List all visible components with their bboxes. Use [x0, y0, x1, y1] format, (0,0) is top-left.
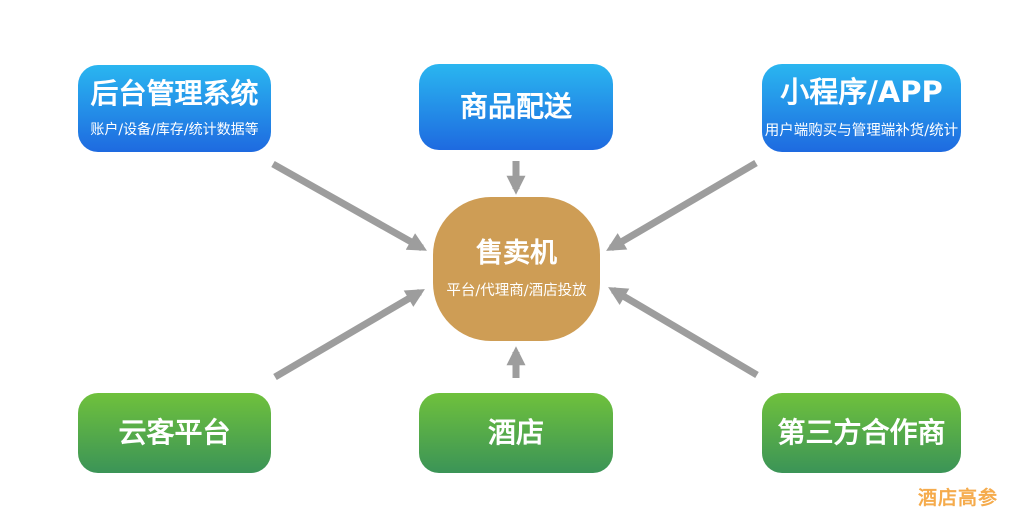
- node-backend-management-label: 后台管理系统: [90, 76, 259, 110]
- node-yunke-platform-label: 云客平台: [118, 415, 231, 449]
- arrow-thirdparty-to-vending: [608, 286, 759, 379]
- node-vending-machine-sublabel: 平台/代理商/酒店投放: [446, 282, 587, 299]
- node-third-party-partner: 第三方合作商: [762, 393, 961, 473]
- node-goods-delivery-label: 商品配送: [459, 89, 572, 123]
- node-vending-machine: 售卖机 平台/代理商/酒店投放: [433, 197, 600, 341]
- node-third-party-partner-label: 第三方合作商: [777, 415, 946, 449]
- node-goods-delivery: 商品配送: [419, 64, 613, 150]
- arrow-backend-to-vending: [271, 160, 427, 252]
- arrow-miniprogram-to-vending: [606, 159, 758, 252]
- watermark-text: 酒店高参: [917, 487, 998, 509]
- node-miniprogram-app-label: 小程序/APP: [780, 75, 943, 110]
- node-miniprogram-app: 小程序/APP 用户端购买与管理端补货/统计: [762, 64, 961, 152]
- node-yunke-platform: 云客平台: [78, 393, 271, 473]
- node-hotel: 酒店: [419, 393, 613, 473]
- node-hotel-label: 酒店: [487, 415, 544, 449]
- node-backend-management-sublabel: 账户/设备/库存/统计数据等: [90, 122, 259, 139]
- node-backend-management: 后台管理系统 账户/设备/库存/统计数据等: [78, 65, 271, 152]
- node-vending-machine-label: 售卖机: [476, 238, 557, 270]
- node-miniprogram-app-sublabel: 用户端购买与管理端补货/统计: [764, 122, 959, 139]
- arrow-yunke-to-vending: [273, 288, 425, 381]
